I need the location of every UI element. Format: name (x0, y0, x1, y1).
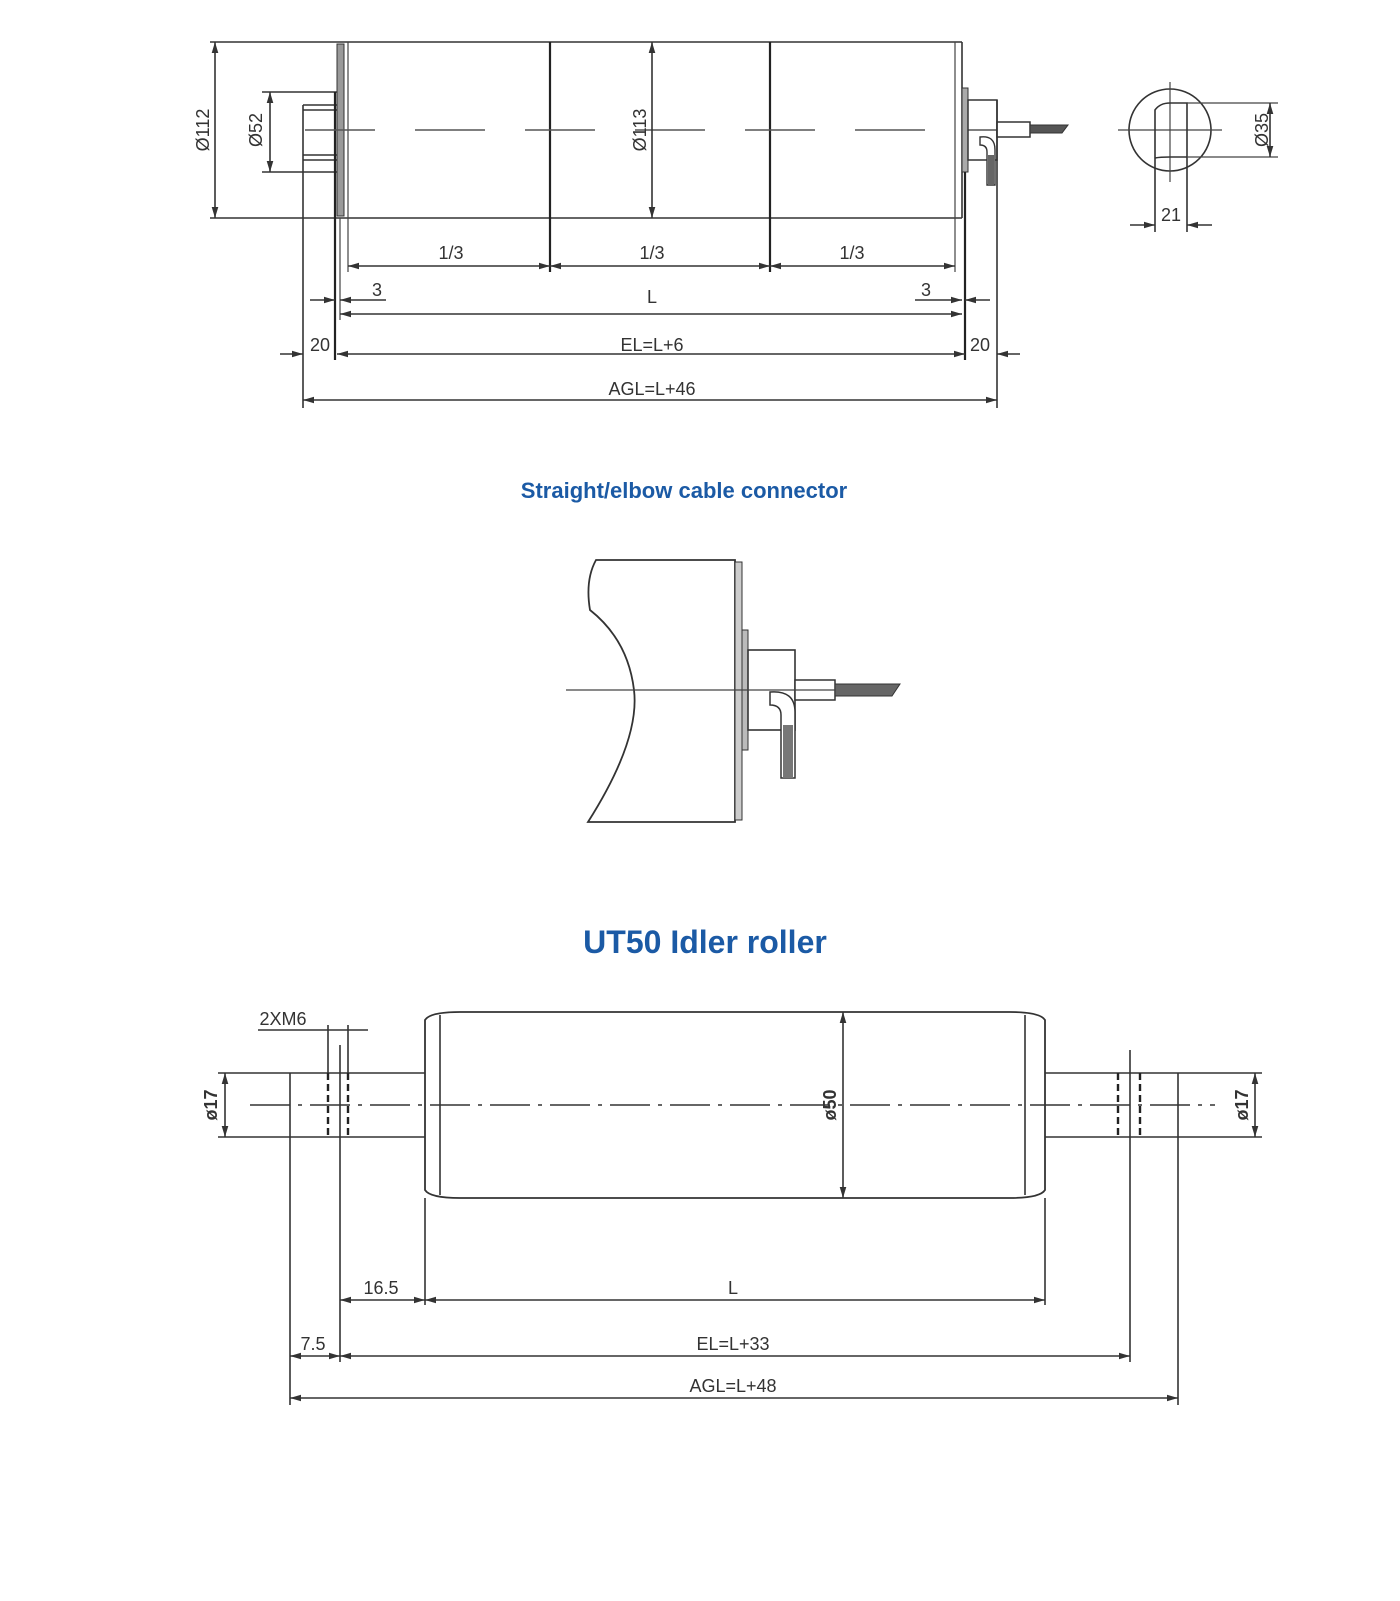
thread-label: 2XM6 (259, 1009, 306, 1029)
idler-roller-drawing: 2XM6 ø17 ø17 ø50 16.5 L (201, 1009, 1262, 1405)
dimensions-top: Ø112 Ø52 Ø113 1/3 1/3 1/3 3 3 L 20 EL=L+… (193, 42, 1020, 404)
dim-dia-52: Ø52 (246, 113, 266, 147)
idler-title: UT50 Idler roller (583, 924, 827, 960)
dim-dia-112: Ø112 (193, 109, 213, 152)
right-end-cable-connector (961, 87, 1069, 408)
dim-dia-35: Ø35 (1252, 113, 1272, 147)
left-shaft: 2XM6 (218, 1009, 425, 1138)
dim-third-1: 1/3 (438, 243, 463, 263)
connector-title: Straight/elbow cable connector (521, 478, 848, 503)
dim-agl: AGL=L+48 (689, 1376, 776, 1396)
dim-el: EL=L+6 (620, 335, 683, 355)
dim-width-21: 21 (1161, 205, 1181, 225)
dim-agl: AGL=L+46 (608, 379, 695, 399)
dim-dia-50: ø50 (820, 1089, 840, 1120)
shaft-end-view: Ø35 21 (1118, 82, 1278, 232)
dim-third-2: 1/3 (639, 243, 664, 263)
dim-dia-113: Ø113 (630, 109, 650, 152)
dim-offset-7-5: 7.5 (300, 1334, 325, 1354)
dimensions-bottom: ø17 ø17 ø50 16.5 L 7.5 EL=L+33 AGL=L+48 (201, 1012, 1259, 1405)
roller-tube (210, 41, 963, 272)
dim-shaft-right: 20 (970, 335, 990, 355)
dim-el: EL=L+33 (696, 1334, 769, 1354)
motorized-roller-drawing: Ø35 21 Ø112 Ø52 Ø113 1/3 1/3 1/3 3 3 (193, 41, 1278, 408)
dim-dia-17-left: ø17 (201, 1089, 221, 1120)
dim-dia-17-right: ø17 (1232, 1089, 1252, 1120)
dim-offset-16-5: 16.5 (363, 1278, 398, 1298)
dim-gap-right: 3 (921, 280, 931, 300)
right-shaft (1045, 1072, 1262, 1138)
dim-length: L (728, 1278, 738, 1298)
cable-connector-detail (566, 559, 901, 823)
dim-gap-left: 3 (372, 280, 382, 300)
dim-shaft-left: 20 (310, 335, 330, 355)
dim-third-3: 1/3 (839, 243, 864, 263)
dim-length: L (647, 287, 657, 307)
left-shaft (262, 91, 341, 408)
